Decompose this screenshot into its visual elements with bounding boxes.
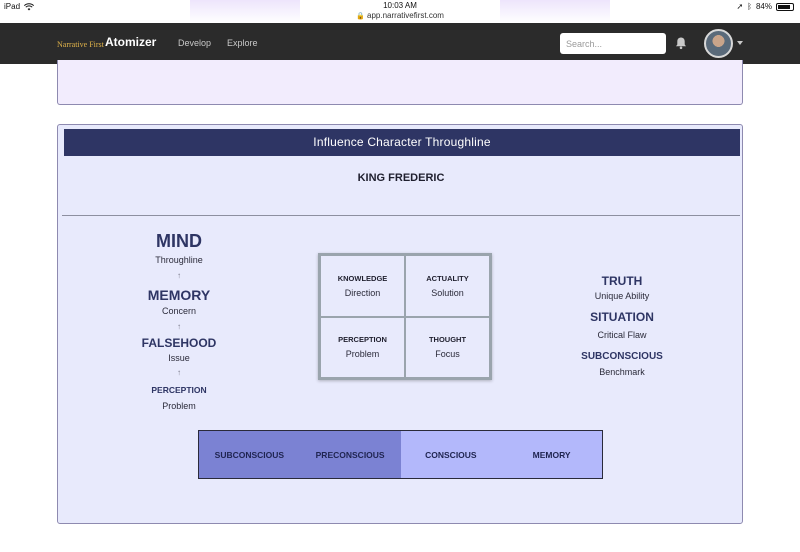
concern-label: Concern bbox=[161, 306, 197, 316]
nav-link-explore[interactable]: Explore bbox=[227, 38, 258, 48]
critical-flaw-item: SITUATION Critical Flaw bbox=[563, 310, 681, 340]
divider bbox=[62, 215, 740, 216]
problem-level: PERCEPTION Problem bbox=[129, 385, 229, 411]
status-right: ➚ ᛒ 84% bbox=[736, 2, 794, 11]
benchmark-item: SUBCONSCIOUS Benchmark bbox=[563, 351, 681, 377]
quad-cell-knowledge[interactable]: KNOWLEDGE Direction bbox=[320, 255, 405, 317]
clock: 10:03 AM bbox=[383, 1, 417, 10]
throughline-level: MIND Throughline bbox=[129, 231, 229, 265]
unique-ability-item: TRUTH Unique Ability bbox=[563, 274, 681, 301]
class-bar: SUBCONSCIOUS PRECONSCIOUS CONSCIOUS MEMO… bbox=[198, 430, 603, 479]
top-navbar: Narrative First Atomizer Develop Explore bbox=[0, 23, 800, 64]
status-left: iPad bbox=[4, 2, 35, 11]
search-input[interactable] bbox=[560, 33, 666, 54]
wifi-icon bbox=[24, 2, 35, 10]
bar-segment-conscious[interactable]: CONSCIOUS bbox=[400, 431, 502, 478]
arrow-up-icon: ↑ bbox=[177, 322, 181, 331]
benchmark-label: Benchmark bbox=[599, 367, 645, 377]
page-url[interactable]: 🔒 app.narrativefirst.com bbox=[0, 11, 800, 20]
quad-cell-perception[interactable]: PERCEPTION Problem bbox=[320, 316, 405, 378]
device-label: iPad bbox=[4, 2, 21, 11]
element-quad: KNOWLEDGE Direction ACTUALITY Solution P… bbox=[318, 253, 492, 380]
location-icon: ➚ bbox=[736, 2, 744, 11]
issue-head: FALSEHOOD bbox=[141, 336, 217, 350]
bluetooth-icon: ᛒ bbox=[747, 2, 752, 11]
chevron-down-icon[interactable] bbox=[737, 41, 743, 45]
user-avatar[interactable] bbox=[704, 29, 733, 58]
benchmark-head: SUBCONSCIOUS bbox=[581, 351, 663, 362]
arrow-up-icon: ↑ bbox=[177, 271, 181, 280]
unique-ability-label: Unique Ability bbox=[594, 291, 650, 301]
battery-fill bbox=[778, 4, 790, 9]
critical-flaw-label: Critical Flaw bbox=[597, 330, 647, 340]
arrow-up-icon: ↑ bbox=[177, 368, 181, 377]
bar-segment-preconscious[interactable]: PRECONSCIOUS bbox=[299, 431, 401, 478]
critical-flaw-head: SITUATION bbox=[590, 310, 654, 324]
brand-small[interactable]: Narrative First bbox=[57, 40, 104, 49]
quad-cell-label: Problem bbox=[345, 349, 380, 360]
quad-cell-title: KNOWLEDGE bbox=[337, 273, 388, 283]
issue-label: Issue bbox=[168, 353, 190, 363]
quad-cell-title: ACTUALITY bbox=[426, 273, 469, 283]
throughline-panel: Influence Character Throughline KING FRE… bbox=[57, 124, 743, 524]
unique-ability-head: TRUTH bbox=[601, 274, 643, 288]
bell-icon[interactable] bbox=[674, 36, 688, 50]
quad-cell-actuality[interactable]: ACTUALITY Solution bbox=[405, 255, 490, 317]
character-name: KING FREDERIC bbox=[357, 172, 445, 184]
throughline-label: Throughline bbox=[155, 255, 203, 265]
bar-segment-memory[interactable]: MEMORY bbox=[501, 431, 602, 478]
brand-logo[interactable]: Atomizer bbox=[105, 35, 157, 49]
quad-cell-thought[interactable]: THOUGHT Focus bbox=[405, 316, 490, 378]
problem-head: PERCEPTION bbox=[151, 385, 207, 395]
ios-status-bar: iPad 10:03 AM 🔒 app.narrativefirst.com ➚… bbox=[0, 0, 800, 23]
nav-link-develop[interactable]: Develop bbox=[178, 38, 212, 48]
quad-cell-label: Focus bbox=[435, 349, 460, 360]
quad-cell-title: THOUGHT bbox=[428, 335, 467, 345]
bar-segment-subconscious[interactable]: SUBCONSCIOUS bbox=[199, 431, 300, 478]
lock-icon: 🔒 bbox=[356, 13, 365, 20]
battery-icon bbox=[776, 2, 794, 11]
quad-cell-label: Direction bbox=[344, 287, 381, 298]
panel-title: Influence Character Throughline bbox=[64, 129, 740, 156]
url-text: app.narrativefirst.com bbox=[367, 11, 444, 20]
quad-cell-label: Solution bbox=[431, 287, 464, 298]
background-glow bbox=[500, 0, 610, 23]
issue-level: FALSEHOOD Issue bbox=[129, 336, 229, 363]
background-glow bbox=[190, 0, 300, 23]
problem-label: Problem bbox=[162, 401, 196, 411]
throughline-head: MIND bbox=[156, 231, 202, 251]
previous-panel bbox=[57, 60, 743, 105]
concern-head: MEMORY bbox=[147, 287, 211, 303]
battery-percent: 84% bbox=[755, 2, 772, 11]
concern-level: MEMORY Concern bbox=[129, 287, 229, 316]
quad-cell-title: PERCEPTION bbox=[338, 335, 387, 345]
